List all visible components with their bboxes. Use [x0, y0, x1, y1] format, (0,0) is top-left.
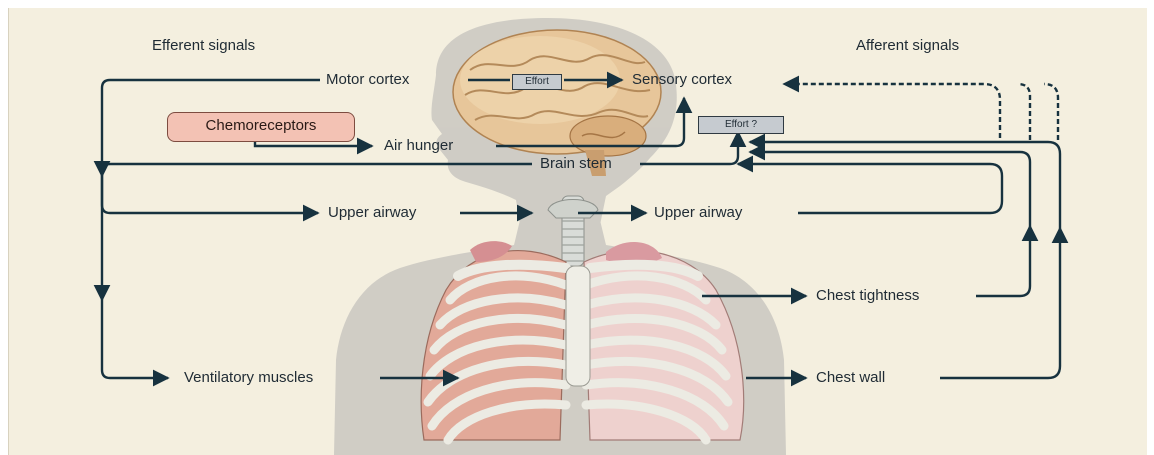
effort-question-box: Effort ?	[698, 116, 784, 134]
afferent-heading: Afferent signals	[856, 37, 959, 54]
effort-box: Effort	[512, 74, 562, 90]
chemoreceptors-box: Chemoreceptors	[167, 112, 355, 142]
sensory-cortex-label: Sensory cortex	[632, 72, 732, 88]
upper-airway-left-label: Upper airway	[328, 205, 416, 221]
air-hunger-label: Air hunger	[384, 138, 453, 154]
chest-wall-label: Chest wall	[816, 370, 885, 386]
chest-tightness-label: Chest tightness	[816, 288, 919, 304]
ventilatory-muscles-label: Ventilatory muscles	[184, 370, 313, 386]
motor-cortex-label: Motor cortex	[326, 72, 409, 88]
brain-stem-label: Brain stem	[540, 156, 612, 172]
efferent-heading: Efferent signals	[152, 37, 255, 54]
upper-airway-right-label: Upper airway	[654, 205, 742, 221]
afferent-dashed-arrows	[784, 84, 1058, 140]
sternum	[566, 266, 590, 386]
